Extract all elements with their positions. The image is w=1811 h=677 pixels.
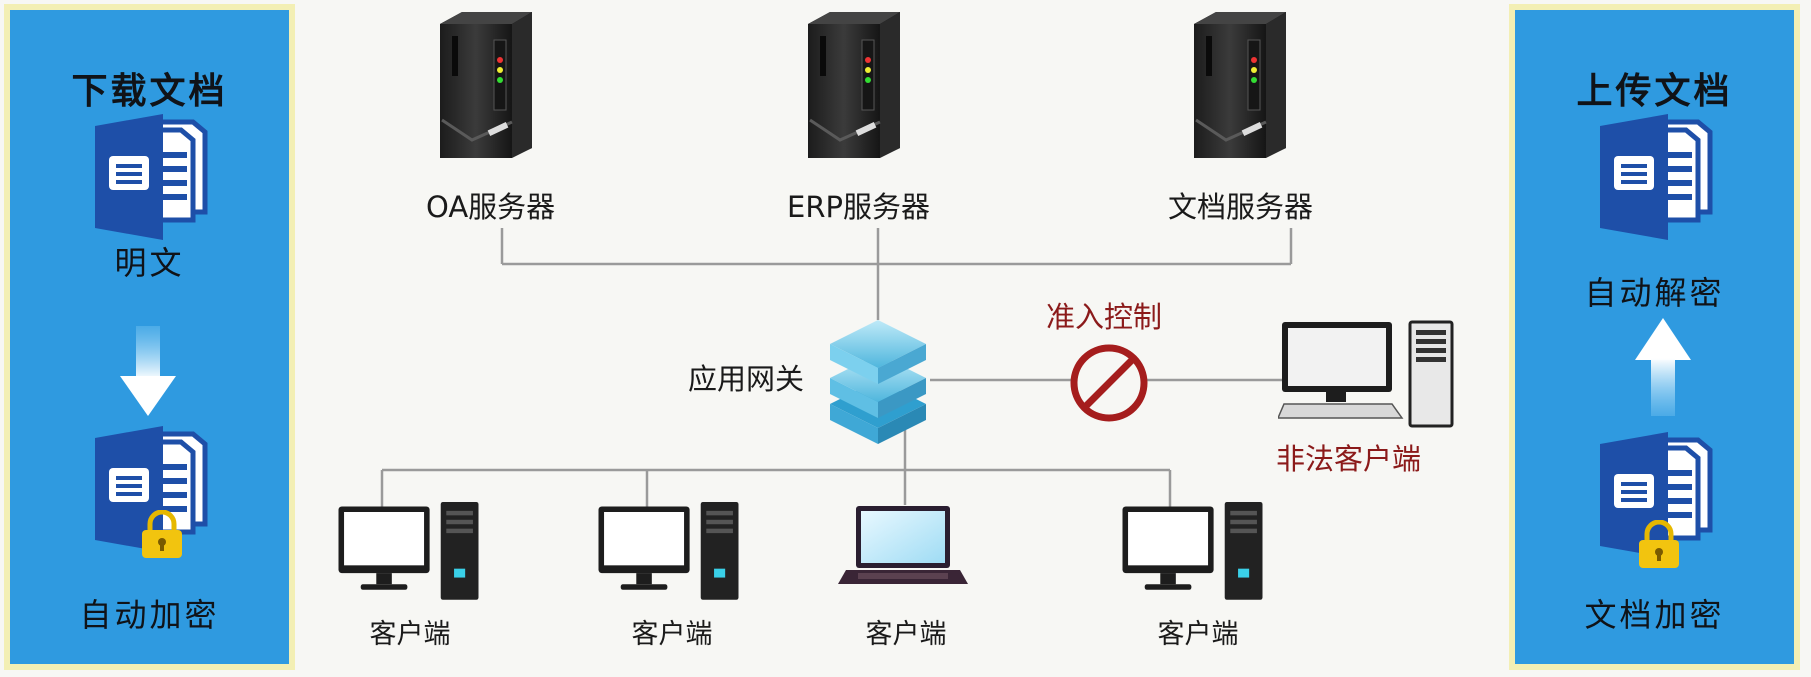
oa-server-label: OA服务器 xyxy=(426,190,556,224)
prohibited-icon xyxy=(1070,344,1148,422)
client-label: 客户端 xyxy=(631,619,713,650)
server-tower-icon xyxy=(1186,10,1296,160)
desktop-computer-icon xyxy=(1120,502,1265,602)
arrow-up-icon xyxy=(1635,318,1691,416)
auto-decrypt-label: 自动解密 xyxy=(1584,274,1725,312)
desktop-computer-icon xyxy=(336,502,481,602)
server-tower-icon xyxy=(432,10,542,160)
access-control-label: 准入控制 xyxy=(1046,300,1163,334)
panel-title-upload: 上传文档 xyxy=(1576,71,1733,112)
arrow-down-icon xyxy=(120,326,176,416)
client-label: 客户端 xyxy=(1157,619,1239,650)
client-label: 客户端 xyxy=(369,619,451,650)
gateway-label: 应用网关 xyxy=(688,362,805,396)
desktop-computer-icon xyxy=(1278,320,1454,428)
laptop-icon xyxy=(838,503,968,595)
erp-server-label: ERP服务器 xyxy=(787,190,930,224)
gateway-stack-icon xyxy=(830,320,926,444)
plaintext-label: 明文 xyxy=(114,244,185,282)
auto-encrypt-label: 自动加密 xyxy=(79,596,220,634)
document-encrypt-label: 文档加密 xyxy=(1584,596,1725,634)
desktop-computer-icon xyxy=(596,502,741,602)
illegal-client-label: 非法客户端 xyxy=(1276,442,1422,476)
document-server-label: 文档服务器 xyxy=(1168,190,1314,224)
upload-document-panel: 上传文档 自动解密 文档加密 xyxy=(1509,4,1800,670)
server-tower-icon xyxy=(800,10,910,160)
download-document-panel: 下载文档 明文 自动加密 xyxy=(4,4,295,670)
client-label: 客户端 xyxy=(865,619,947,650)
panel-title-download: 下载文档 xyxy=(71,71,228,112)
